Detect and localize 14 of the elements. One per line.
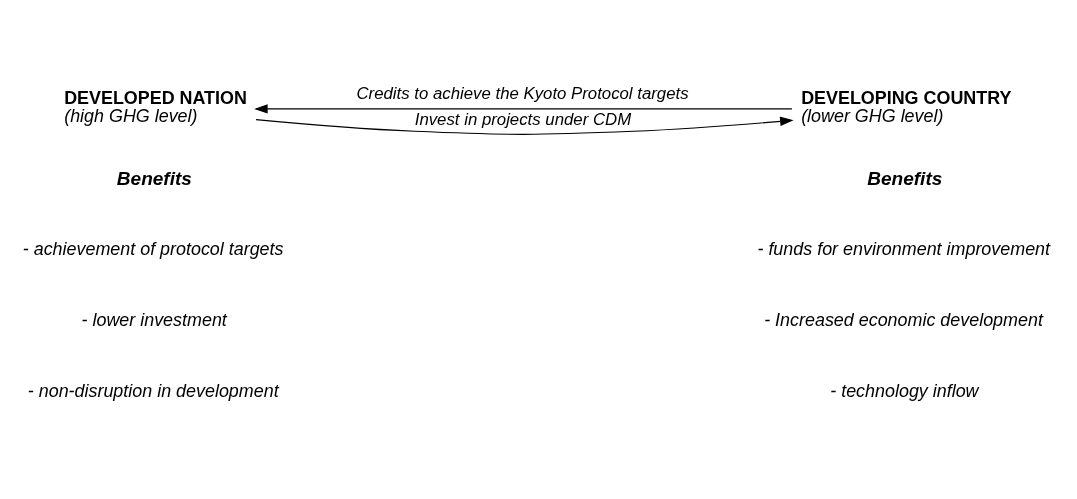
label: - non-disruption in development [27, 380, 279, 400]
label: - technology inflow [830, 380, 979, 400]
label: Benefits [867, 167, 943, 189]
arrow [255, 116, 794, 135]
label: - Increased economic development [764, 309, 1043, 330]
edge-label: Invest in projects under CDM [414, 109, 632, 129]
edge-label: Credits to achieve the Kyoto Protocol targets [356, 83, 689, 103]
label: - achievement of protocol targets [22, 238, 284, 259]
label: - lower investment [81, 309, 227, 330]
label: Benefits [116, 167, 192, 189]
arrow [254, 103, 793, 114]
node-text: DEVELOPED NATION (high GHG level) [64, 87, 247, 126]
label: - funds for environment improvement [757, 238, 1051, 259]
node-text: DEVELOPING COUNTRY (lower GHG level) [801, 87, 1012, 126]
